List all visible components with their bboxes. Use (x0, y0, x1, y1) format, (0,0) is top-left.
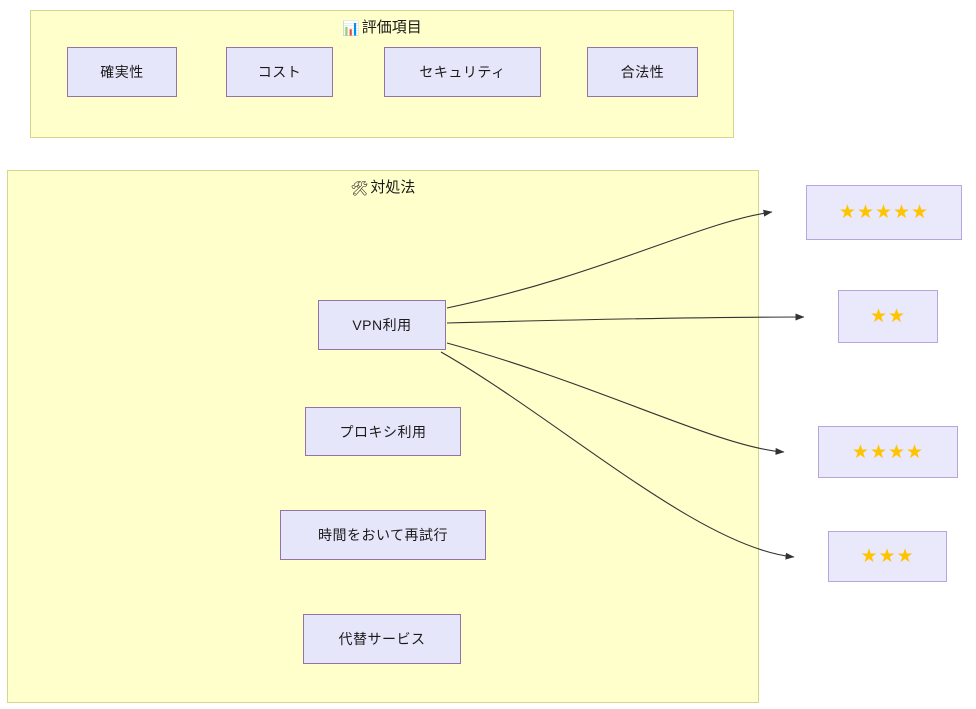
rating-box-2-stars[interactable]: ★★ (838, 290, 938, 343)
node-security[interactable]: セキュリティ (384, 47, 541, 97)
rating-box-5-stars[interactable]: ★★★★★ (806, 185, 962, 240)
star-icon-group: ★★★★ (851, 441, 925, 463)
node-cost[interactable]: コスト (226, 47, 333, 97)
node-alternative-service[interactable]: 代替サービス (303, 614, 461, 664)
rating-box-3-stars[interactable]: ★★★ (828, 531, 947, 582)
group-countermeasures-title: 🛠対処法 (8, 178, 758, 198)
node-certainty[interactable]: 確実性 (67, 47, 177, 97)
rating-box-4-stars[interactable]: ★★★★ (818, 426, 958, 478)
star-icon-group: ★★ (869, 306, 907, 327)
node-proxy-usage[interactable]: プロキシ利用 (305, 407, 461, 456)
star-icon-group: ★★★★★ (838, 202, 930, 223)
group-evaluation-title-text: 評価項目 (361, 19, 422, 36)
node-legality[interactable]: 合法性 (587, 47, 698, 97)
group-evaluation-title: 📊評価項目 (31, 18, 733, 38)
node-vpn-usage[interactable]: VPN利用 (318, 300, 446, 350)
bar-chart-icon: 📊 (342, 20, 360, 36)
group-countermeasures-title-text: 対処法 (370, 179, 416, 196)
node-retry-later[interactable]: 時間をおいて再試行 (280, 510, 486, 560)
hammer-and-wrench-icon: 🛠 (350, 180, 369, 196)
star-icon-group: ★★★ (860, 546, 915, 567)
